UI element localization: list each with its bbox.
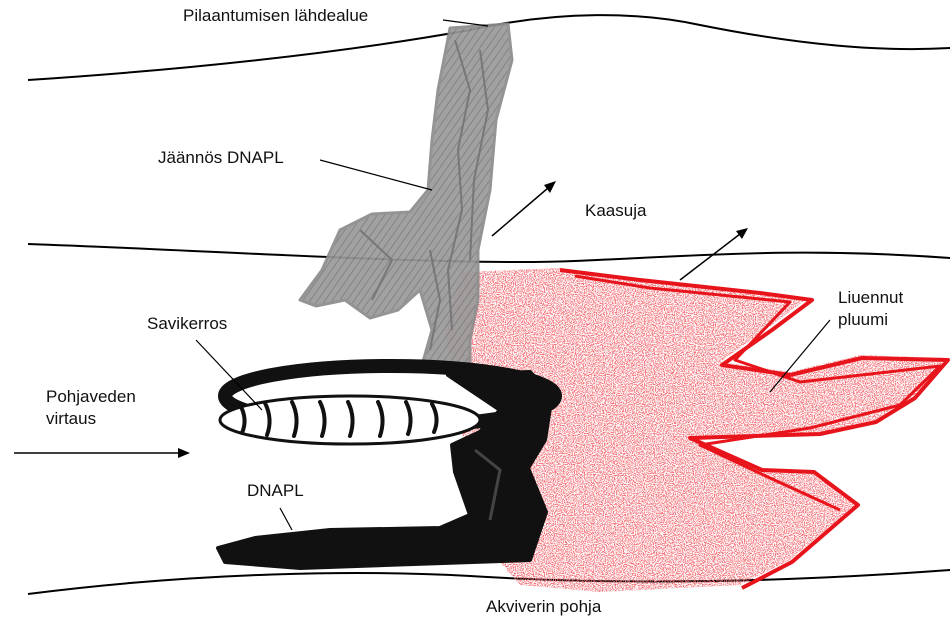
dnapl-label: DNAPL (247, 480, 304, 502)
flow-arrow-head (178, 448, 190, 458)
gas-arrow-2-head (736, 228, 748, 239)
aquifer-top-line (28, 244, 950, 262)
gases-label: Kaasuja (585, 200, 646, 222)
groundwater-flow-label-line-2: virtaus (46, 408, 136, 430)
dissolved-plume-label: Liuennut pluumi (838, 287, 903, 331)
groundwater-flow-label-line-1: Pohjaveden (46, 386, 136, 408)
dissolved-plume-label-line-2: pluumi (838, 309, 903, 331)
leader-residual-dnapl (320, 160, 432, 190)
clay-layer-label: Savikerros (147, 313, 227, 335)
groundwater-flow-label: Pohjaveden virtaus (46, 386, 136, 430)
leader-source-area (443, 20, 488, 26)
leader-dnapl (280, 508, 292, 530)
gas-arrow-1-head (544, 181, 556, 193)
gas-arrow-2 (680, 234, 740, 280)
dissolved-plume-label-line-1: Liuennut (838, 287, 903, 309)
aquifer-bottom-label: Akviverin pohja (486, 596, 601, 618)
source-area-label: Pilaantumisen lähdealue (183, 5, 368, 27)
residual-dnapl-label: Jäännös DNAPL (158, 147, 284, 169)
gas-arrow-1 (492, 188, 548, 236)
aquifer-bottom-line (28, 570, 950, 594)
